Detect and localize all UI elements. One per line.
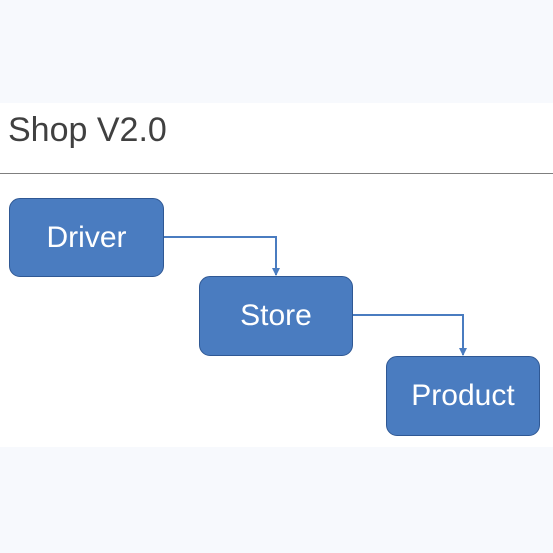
connectors xyxy=(164,236,467,356)
slide: Shop V2.0 Driver Store Product xyxy=(0,103,553,447)
node-driver: Driver xyxy=(9,198,164,277)
node-driver-label: Driver xyxy=(46,220,127,254)
slide-title: Shop V2.0 xyxy=(8,111,167,149)
node-store: Store xyxy=(199,276,353,356)
node-product: Product xyxy=(386,356,540,436)
node-store-label: Store xyxy=(240,299,312,332)
title-divider xyxy=(0,173,553,174)
connector-store-to-product xyxy=(353,314,467,356)
node-product-label: Product xyxy=(411,379,515,412)
connector-driver-to-store xyxy=(164,236,280,276)
